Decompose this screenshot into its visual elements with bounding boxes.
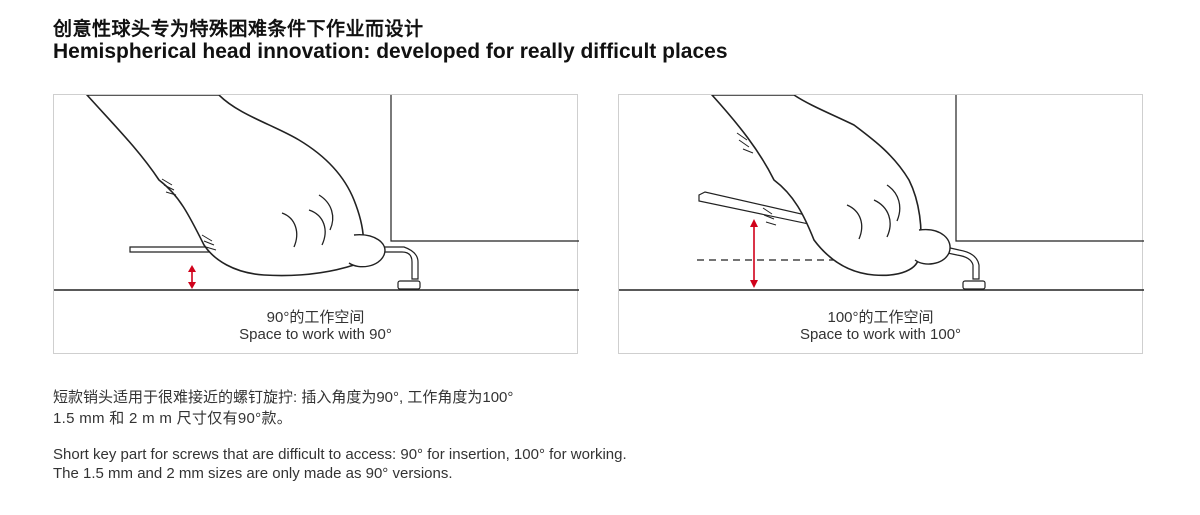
finger-crease — [873, 199, 891, 238]
page-title-en: Hemispherical head innovation: developed… — [53, 40, 728, 63]
hand-wrench-90-illustration — [54, 95, 579, 291]
caption-100-en: Space to work with 100° — [799, 326, 962, 343]
illustration-panel-100: 100°的工作空间 Space to work with 100° — [618, 94, 1144, 354]
screw-head — [397, 280, 421, 290]
hand-wrench-100-illustration — [619, 95, 1144, 291]
wall-outline — [390, 95, 579, 242]
screw-head — [962, 280, 986, 290]
page-title-cn: 创意性球头专为特殊困难条件下作业而设计 — [53, 18, 424, 40]
caption-100-cn: 100°的工作空间 — [827, 309, 934, 326]
wall-outline — [955, 95, 1144, 242]
arrow-head-down — [188, 282, 196, 289]
hand-outline — [85, 95, 365, 277]
thumb-outline — [348, 234, 386, 268]
arrow-head-up — [188, 265, 196, 272]
hatch-lines — [736, 132, 754, 154]
arrow-head-down — [750, 280, 758, 288]
description-en-line2: The 1.5 mm and 2 mm sizes are only made … — [53, 465, 453, 482]
thumb-outline — [914, 228, 951, 265]
hatch-lines — [762, 207, 777, 226]
arrow-head-up — [750, 219, 758, 227]
description-en-line1: Short key part for screws that are diffi… — [53, 446, 627, 463]
hand-outline — [710, 95, 922, 277]
finger-crease — [281, 212, 298, 248]
caption-90-cn: 90°的工作空间 — [266, 309, 365, 326]
finger-crease — [846, 204, 863, 240]
hex-key — [129, 246, 419, 280]
finger-crease — [318, 194, 334, 231]
hex-key — [698, 191, 980, 280]
hatch-lines — [201, 234, 217, 251]
finger-crease — [886, 184, 901, 222]
hatch-lines — [161, 178, 177, 196]
finger-crease — [308, 209, 326, 246]
description-cn-line1: 短款销头适用于很难接近的螺钉旋拧: 插入角度为90°, 工作角度为100° — [53, 389, 514, 406]
illustration-panel-90: 90°的工作空间 Space to work with 90° — [53, 94, 579, 354]
caption-90-en: Space to work with 90° — [239, 326, 392, 343]
description-cn-line2: 1.5 mm 和 2 m m 尺寸仅有90°款。 — [53, 410, 293, 427]
